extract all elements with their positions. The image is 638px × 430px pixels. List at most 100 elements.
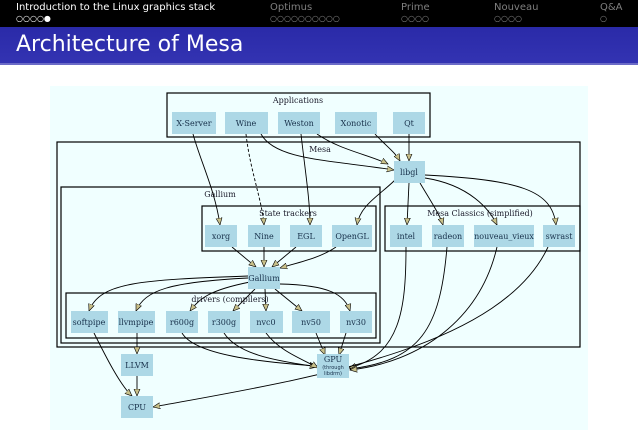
- nav-progress-dots[interactable]: ○○○○: [401, 14, 429, 23]
- nav-progress-dots[interactable]: ○○○○○○○○○○: [270, 14, 340, 23]
- node-nv50: nv50: [292, 311, 330, 333]
- edge-xorg-gallium: [231, 246, 256, 267]
- node-xorg: xorg: [205, 225, 237, 247]
- edge-gallium-nvc0: [265, 288, 266, 311]
- cluster-gallium: [60, 186, 381, 344]
- node-cpu: CPU: [121, 396, 153, 418]
- cluster-label-state-trackers: State trackers: [259, 209, 317, 218]
- node-label: llvmpipe: [119, 318, 154, 327]
- node-xonotic: Xonotic: [335, 112, 377, 134]
- nav-section-label: Optimus: [270, 2, 313, 13]
- edge-softpipe-cpu: [93, 332, 132, 396]
- node-wine: Wine: [225, 112, 268, 134]
- node-sublabel: libdrm): [324, 371, 342, 377]
- node-gallium: Gallium: [248, 267, 280, 289]
- nav-progress-dots[interactable]: ○: [600, 14, 607, 23]
- edge-gallium-llvmpipe: [135, 277, 249, 311]
- edge-xserver-xorg: [192, 133, 220, 225]
- diagram-background: [50, 86, 588, 430]
- node-label: libgl: [400, 168, 418, 177]
- edge-radeon-gpu: [350, 246, 448, 369]
- node-label: nv50: [301, 318, 321, 327]
- node-xserver: X-Server: [172, 112, 216, 134]
- node-label: xorg: [212, 232, 230, 241]
- node-label: Qt: [404, 119, 415, 128]
- cluster-label-gallium: Gallium: [204, 190, 236, 199]
- edge-opengl-gallium: [280, 246, 337, 268]
- node-label: LLVM: [125, 361, 149, 370]
- node-sublabel: (through: [322, 365, 344, 371]
- edge-nouveau-gpu: [350, 246, 498, 370]
- node-softpipe: softpipe: [71, 311, 108, 333]
- node-qt: Qt: [393, 112, 425, 134]
- edge-gallium-softpipe: [89, 275, 249, 311]
- edge-weston-libgl: [316, 133, 388, 165]
- node-swrast: swrast: [543, 225, 575, 247]
- node-intel: intel: [390, 225, 422, 247]
- cluster-applications: [166, 92, 431, 138]
- node-weston: Weston: [278, 112, 320, 134]
- node-label: nvc0: [256, 318, 275, 327]
- node-label: swrast: [546, 232, 574, 241]
- node-label: Xonotic: [341, 119, 372, 128]
- edge-swrast-cpu: [153, 246, 549, 407]
- node-label: radeon: [434, 232, 462, 241]
- node-label: CPU: [128, 403, 146, 412]
- nav-progress-dots[interactable]: ○○○○●: [16, 14, 51, 23]
- node-label: OpenGL: [335, 232, 369, 241]
- node-libgl: libgl: [394, 161, 425, 183]
- edge-nv30-gpu: [339, 332, 347, 355]
- edge-gallium-nv50: [274, 288, 302, 311]
- node-r600g: r600g: [166, 311, 198, 333]
- node-label: r600g: [170, 318, 194, 327]
- nav-section-nouveau[interactable]: Nouveau ○○○○: [494, 2, 538, 24]
- node-llvmpipe: llvmpipe: [118, 311, 155, 333]
- edge-nv50-gpu: [315, 332, 325, 355]
- nav-section-label: Nouveau: [494, 2, 539, 13]
- slide-title: Architecture of Mesa: [16, 32, 244, 57]
- edge-libgl-swrast: [424, 174, 556, 225]
- nav-section-label: Prime: [401, 2, 430, 13]
- edge-libgl-opengl: [357, 179, 396, 225]
- slide-title-bar: Architecture of Mesa: [0, 27, 638, 65]
- nav-progress-dots[interactable]: ○○○○: [494, 14, 522, 23]
- nav-section-qa[interactable]: Q&A ○: [600, 2, 623, 24]
- edge-wine-libgl: [260, 133, 394, 170]
- node-r300g: r300g: [208, 311, 240, 333]
- edge-wine-nine: [245, 133, 264, 225]
- edge-libgl-nouveau: [424, 177, 498, 225]
- cluster-state-trackers: [201, 205, 377, 252]
- node-label: r300g: [212, 318, 236, 327]
- node-label: Nine: [254, 232, 274, 241]
- node-nine: Nine: [248, 225, 280, 247]
- nav-section-label: Introduction to the Linux graphics stack: [16, 2, 216, 13]
- cluster-label-drivers: drivers (compilers): [191, 295, 268, 304]
- edge-xonotic-libgl: [374, 133, 401, 161]
- cluster-label-mesa-classics: Mesa Classics (simplified): [427, 209, 533, 218]
- node-nouveau-vieux: nouveau_vieux: [474, 225, 534, 247]
- nav-section-prime[interactable]: Prime ○○○○: [401, 2, 430, 24]
- cluster-mesa-classics: [384, 205, 581, 252]
- cluster-drivers: [65, 292, 377, 339]
- edge-libgl-radeon: [419, 182, 443, 225]
- node-label: nv30: [346, 318, 366, 327]
- section-navigation-bar: Introduction to the Linux graphics stack…: [0, 0, 638, 27]
- edge-egl-gallium: [272, 246, 297, 267]
- edge-libgl-intel: [407, 182, 409, 225]
- nav-section-label: Q&A: [600, 2, 623, 13]
- node-egl: EGL: [290, 225, 322, 247]
- node-label: Weston: [284, 119, 314, 128]
- edge-r300g-gpu: [223, 332, 317, 367]
- node-nv30: nv30: [340, 311, 372, 333]
- cluster-label-applications: Applications: [272, 96, 323, 105]
- node-label: X-Server: [176, 119, 211, 128]
- node-opengl: OpenGL: [332, 225, 372, 247]
- edge-r600g-gpu: [181, 332, 317, 366]
- node-label: nouveau_vieux: [474, 232, 534, 241]
- nav-section-intro[interactable]: Introduction to the Linux graphics stack…: [16, 2, 215, 24]
- edge-nvc0-gpu: [265, 332, 318, 368]
- nav-section-optimus[interactable]: Optimus ○○○○○○○○○○: [270, 2, 340, 24]
- edge-gallium-r300g: [233, 288, 256, 311]
- node-gpu: GPU (through libdrm): [317, 354, 349, 378]
